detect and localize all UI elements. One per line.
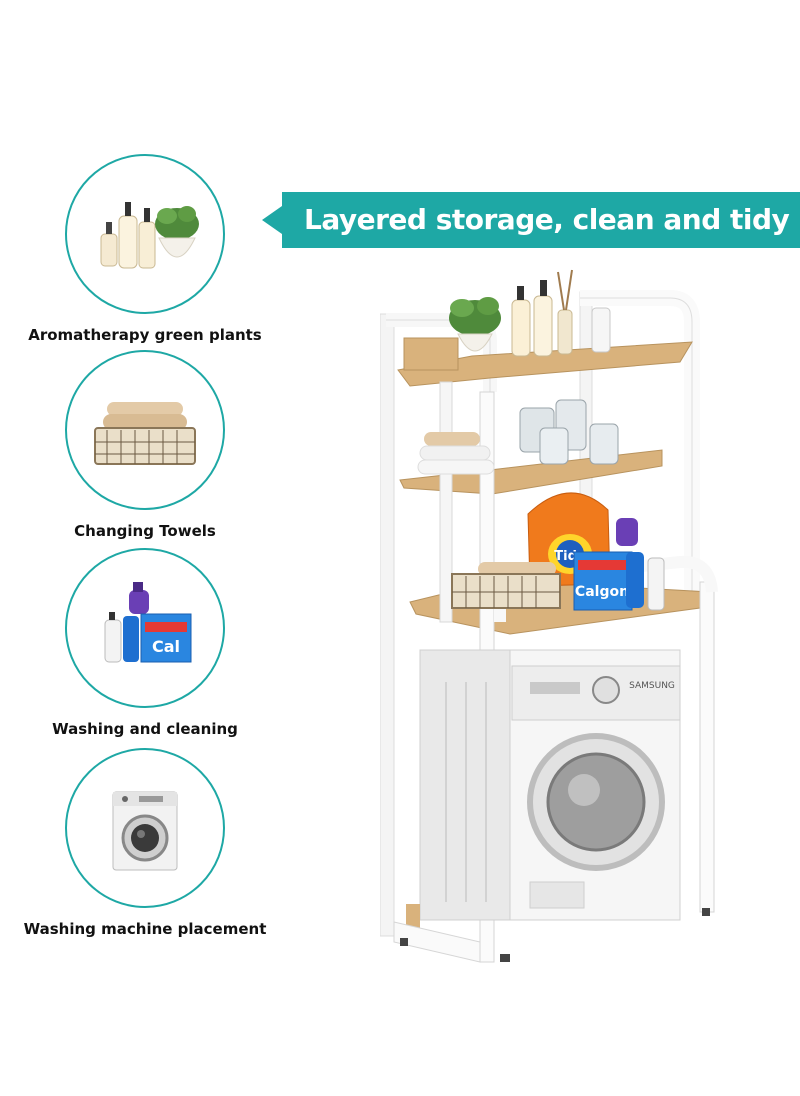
feature-label: Changing Towels [74, 522, 216, 540]
towel-basket-icon [94, 402, 196, 465]
feature-towels: Changing Towels [0, 350, 290, 540]
feature-aromatherapy: Aromatherapy green plants [0, 154, 290, 344]
feature-label: Aromatherapy green plants [28, 326, 262, 344]
feature-circle [65, 350, 225, 510]
plant-bottles-icon [100, 202, 199, 269]
detergent-box-brand: Cal [152, 637, 180, 656]
feature-circle [65, 154, 225, 314]
feature-circle [65, 748, 225, 908]
headline-text: Layered storage, clean and tidy [304, 203, 790, 236]
detergent-icon: Cal [104, 582, 192, 663]
feature-label: Washing machine placement [23, 920, 267, 938]
feature-circle: Cal [65, 548, 225, 708]
feature-washing: Cal Washing and cleaning [0, 548, 290, 738]
feature-washing-machine: Washing machine placement [0, 748, 290, 938]
headline-banner: Layered storage, clean and tidy [262, 192, 800, 248]
washer-brand-label: SAMSUNG [629, 681, 675, 691]
feature-label: Washing and cleaning [52, 720, 238, 738]
washing-machine-icon [112, 791, 178, 871]
banner-arrow-shape [262, 192, 800, 248]
detergent-box-label: Calgon [575, 584, 629, 600]
storage-rack-product-image: Tide Calgon SAMSUNG [380, 269, 718, 963]
